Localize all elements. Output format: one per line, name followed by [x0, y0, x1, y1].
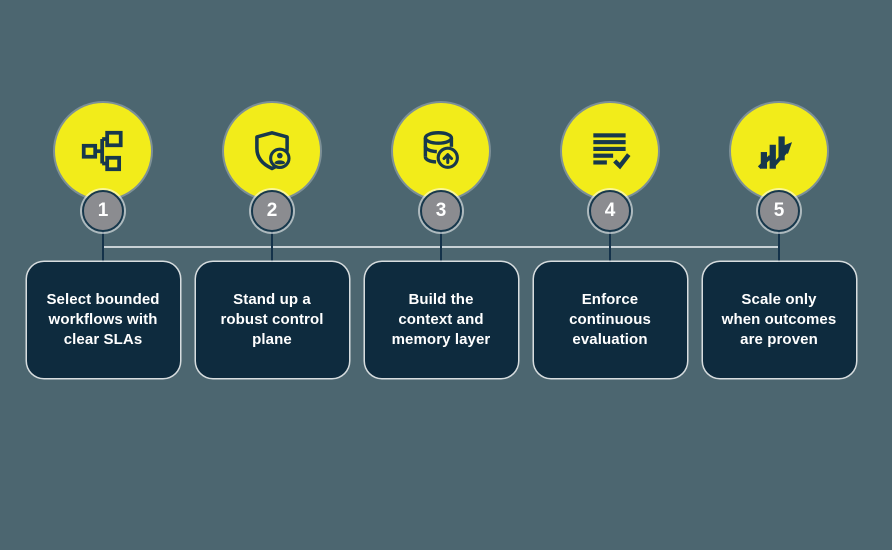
step-label: Select bounded workflows with clear SLAs — [46, 291, 160, 348]
step-column: 2 Stand up a robust control plane — [195, 0, 349, 550]
vertical-connector-line — [102, 228, 104, 264]
step-label: Enforce continuous evaluation — [569, 291, 651, 348]
step-column: 5 Scale only when outcomes are proven — [702, 0, 856, 550]
step-circle — [731, 103, 827, 199]
step-card: Scale only when outcomes are proven — [702, 262, 856, 378]
step-circle — [224, 103, 320, 199]
step-card: Build the context and memory layer — [364, 262, 518, 378]
step-label: Build the context and memory layer — [391, 291, 491, 348]
workflow-icon — [78, 126, 128, 176]
step-number-badge: 1 — [82, 190, 124, 232]
step-card: Select bounded workflows with clear SLAs — [26, 262, 180, 378]
step-circle — [562, 103, 658, 199]
step-card: Enforce continuous evaluation — [533, 262, 687, 378]
step-number: 4 — [604, 200, 616, 221]
step-column: 3 Build the context and memory layer — [364, 0, 518, 550]
step-label: Stand up a robust control plane — [220, 291, 324, 348]
shield-user-icon — [247, 126, 297, 176]
database-upload-icon — [416, 126, 466, 176]
step-circle — [393, 103, 489, 199]
step-number: 3 — [435, 200, 447, 221]
step-label: Scale only when outcomes are proven — [721, 291, 837, 348]
checklist-icon — [585, 126, 635, 176]
step-number-badge: 2 — [251, 190, 293, 232]
step-number: 5 — [773, 200, 785, 221]
step-column: 1 Select bounded workflows with clear SL… — [26, 0, 180, 550]
vertical-connector-line — [440, 228, 442, 264]
step-card: Stand up a robust control plane — [195, 262, 349, 378]
step-circle — [55, 103, 151, 199]
step-number-badge: 3 — [420, 190, 462, 232]
step-number-badge: 4 — [589, 190, 631, 232]
step-column: 4 Enforce continuous evaluation — [533, 0, 687, 550]
growth-chart-icon — [754, 126, 804, 176]
step-number-badge: 5 — [758, 190, 800, 232]
step-number: 2 — [266, 200, 278, 221]
vertical-connector-line — [778, 228, 780, 264]
step-number: 1 — [97, 200, 109, 221]
vertical-connector-line — [271, 228, 273, 264]
vertical-connector-line — [609, 228, 611, 264]
